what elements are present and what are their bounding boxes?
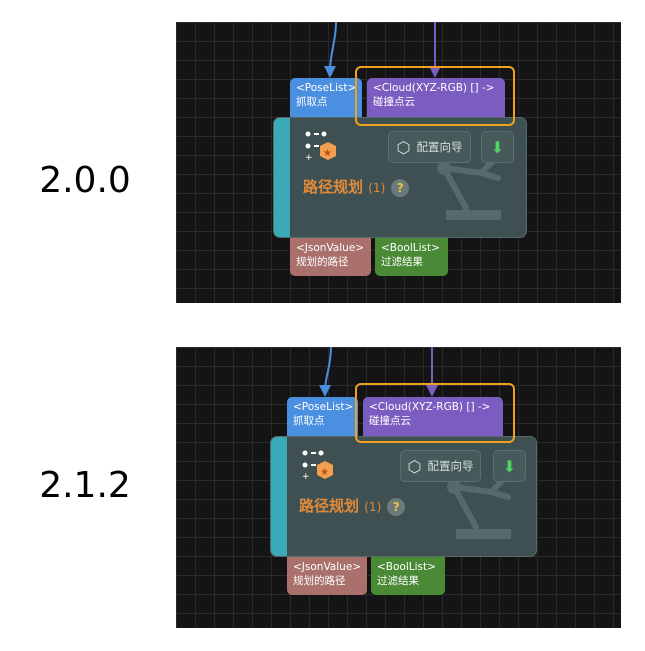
download-button[interactable]: ⬇ (481, 131, 514, 163)
robot-arm-watermark-icon (447, 474, 511, 539)
highlight-box (355, 66, 515, 126)
version-label: 2.0.0 (39, 160, 131, 201)
port-name: 抓取点 (296, 96, 328, 108)
step-node[interactable]: + ★ ⬡ 配置向导 ⬇ 路径规划 (1)? (273, 117, 527, 238)
port-name: 抓取点 (293, 415, 325, 427)
node-status-stripe (271, 437, 287, 556)
svg-text:★: ★ (320, 467, 329, 478)
graph-canvas[interactable]: <PoseList> 抓取点 <Cloud(XYZ-RGB) [] -> 碰撞点… (176, 22, 621, 303)
port-name: 规划的路径 (296, 256, 349, 268)
cloud-arrow (429, 66, 441, 78)
config-wizard-label: 配置向导 (427, 459, 474, 473)
node-title-text: 路径规划 (299, 497, 360, 515)
download-button[interactable]: ⬇ (493, 450, 526, 482)
pose-connection (324, 347, 332, 392)
node-count: (1) (364, 500, 382, 514)
help-icon[interactable]: ? (391, 178, 410, 197)
port-name: 碰撞点云 (369, 415, 411, 427)
port-type: <PoseList> (293, 401, 354, 413)
pose-arrow (324, 66, 336, 78)
svg-text:★: ★ (323, 148, 332, 159)
output-port-boollist[interactable]: <BoolList> 过滤结果 (375, 238, 448, 276)
version-label: 2.1.2 (39, 465, 131, 506)
help-icon[interactable]: ? (387, 497, 406, 516)
port-type: <PoseList> (296, 82, 357, 94)
download-arrow-icon: ⬇ (490, 137, 505, 157)
config-wizard-label: 配置向导 (416, 140, 463, 154)
pose-arrow (319, 385, 331, 397)
output-port-jsonvalue[interactable]: <JsonValue> 规划的路径 (290, 238, 371, 276)
output-port-boollist[interactable]: <BoolList> 过滤结果 (371, 557, 445, 595)
port-type: <BoolList> (377, 561, 436, 573)
port-type: <JsonValue> (293, 561, 362, 573)
step-node[interactable]: + ★ ⬡ 配置向导 ⬇ 路径规划 (1)? (270, 436, 537, 557)
hexagon-gear-icon: ⬡ (396, 137, 411, 157)
port-name: 过滤结果 (377, 575, 419, 587)
port-name: 过滤结果 (381, 256, 423, 268)
path-planning-icon: + ★ (305, 131, 336, 163)
port-type: <JsonValue> (296, 242, 365, 254)
graph-canvas[interactable]: <PoseList> 抓取点 <Cloud(XYZ-RGB) [] -> 碰撞点… (176, 347, 621, 628)
input-port-poselist[interactable]: <PoseList> 抓取点 (287, 397, 358, 437)
node-title-text: 路径规划 (303, 178, 364, 196)
port-type: <Cloud(XYZ-RGB) [] -> (369, 401, 491, 413)
pose-connection (329, 22, 337, 73)
input-port-cloud[interactable]: <Cloud(XYZ-RGB) [] -> 碰撞点云 (363, 397, 503, 437)
path-planning-icon: + ★ (302, 450, 333, 482)
connection-lines (324, 22, 441, 78)
port-type: <Cloud(XYZ-RGB) [] -> (373, 82, 495, 94)
node-count: (1) (368, 181, 386, 195)
output-port-jsonvalue[interactable]: <JsonValue> 规划的路径 (287, 557, 367, 595)
svg-text:+: + (305, 153, 313, 163)
cloud-arrow (426, 385, 438, 397)
highlight-box (355, 383, 515, 443)
port-type: <BoolList> (381, 242, 440, 254)
download-arrow-icon: ⬇ (502, 456, 517, 476)
svg-text:+: + (302, 472, 310, 482)
input-port-cloud[interactable]: <Cloud(XYZ-RGB) [] -> 碰撞点云 (367, 78, 505, 118)
port-name: 碰撞点云 (373, 96, 415, 108)
node-title: 路径规划 (1)? (303, 176, 410, 197)
port-name: 规划的路径 (293, 575, 346, 587)
config-wizard-button[interactable]: ⬡ 配置向导 (388, 131, 471, 163)
input-port-poselist[interactable]: <PoseList> 抓取点 (290, 78, 362, 118)
node-status-stripe (274, 118, 290, 237)
hexagon-gear-icon: ⬡ (407, 456, 422, 476)
robot-arm-watermark-icon (437, 155, 501, 220)
node-title: 路径规划 (1)? (299, 495, 406, 516)
config-wizard-button[interactable]: ⬡ 配置向导 (400, 450, 481, 482)
